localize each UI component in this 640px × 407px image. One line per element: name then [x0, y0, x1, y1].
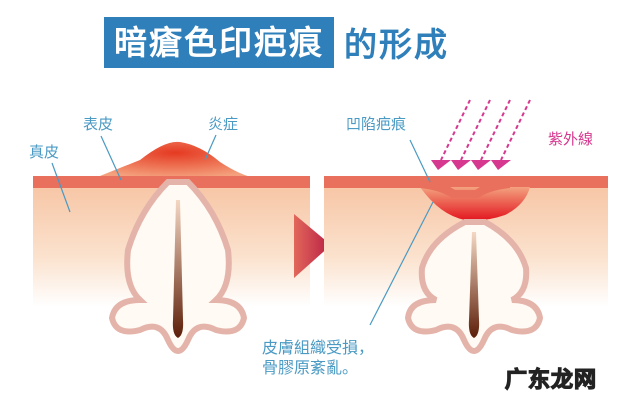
caption-line-2: 骨膠原紊亂。 — [262, 358, 359, 377]
left-skin-panel — [33, 134, 310, 354]
epidermis-label: 表皮 — [83, 115, 114, 133]
damage-caption: 皮膚組織受損， 骨膠原紊亂。 — [262, 338, 374, 378]
next-stage-arrow — [294, 214, 331, 278]
caption-line-1: 皮膚組織受損， — [262, 338, 375, 357]
page-title: 暗瘡色印疤痕 的形成 — [104, 16, 449, 68]
title-suffix: 的形成 — [344, 25, 449, 64]
title-highlight: 暗瘡色印疤痕 — [104, 16, 334, 68]
right-skin-panel — [324, 99, 608, 354]
inflammation-label: 炎症 — [208, 115, 239, 133]
watermark: 广东龙网 — [504, 367, 598, 393]
uv-label: 紫外線 — [548, 130, 594, 148]
dermis-label: 真皮 — [29, 143, 60, 161]
depressed-scar-label: 凹陷疤痕 — [346, 115, 407, 133]
